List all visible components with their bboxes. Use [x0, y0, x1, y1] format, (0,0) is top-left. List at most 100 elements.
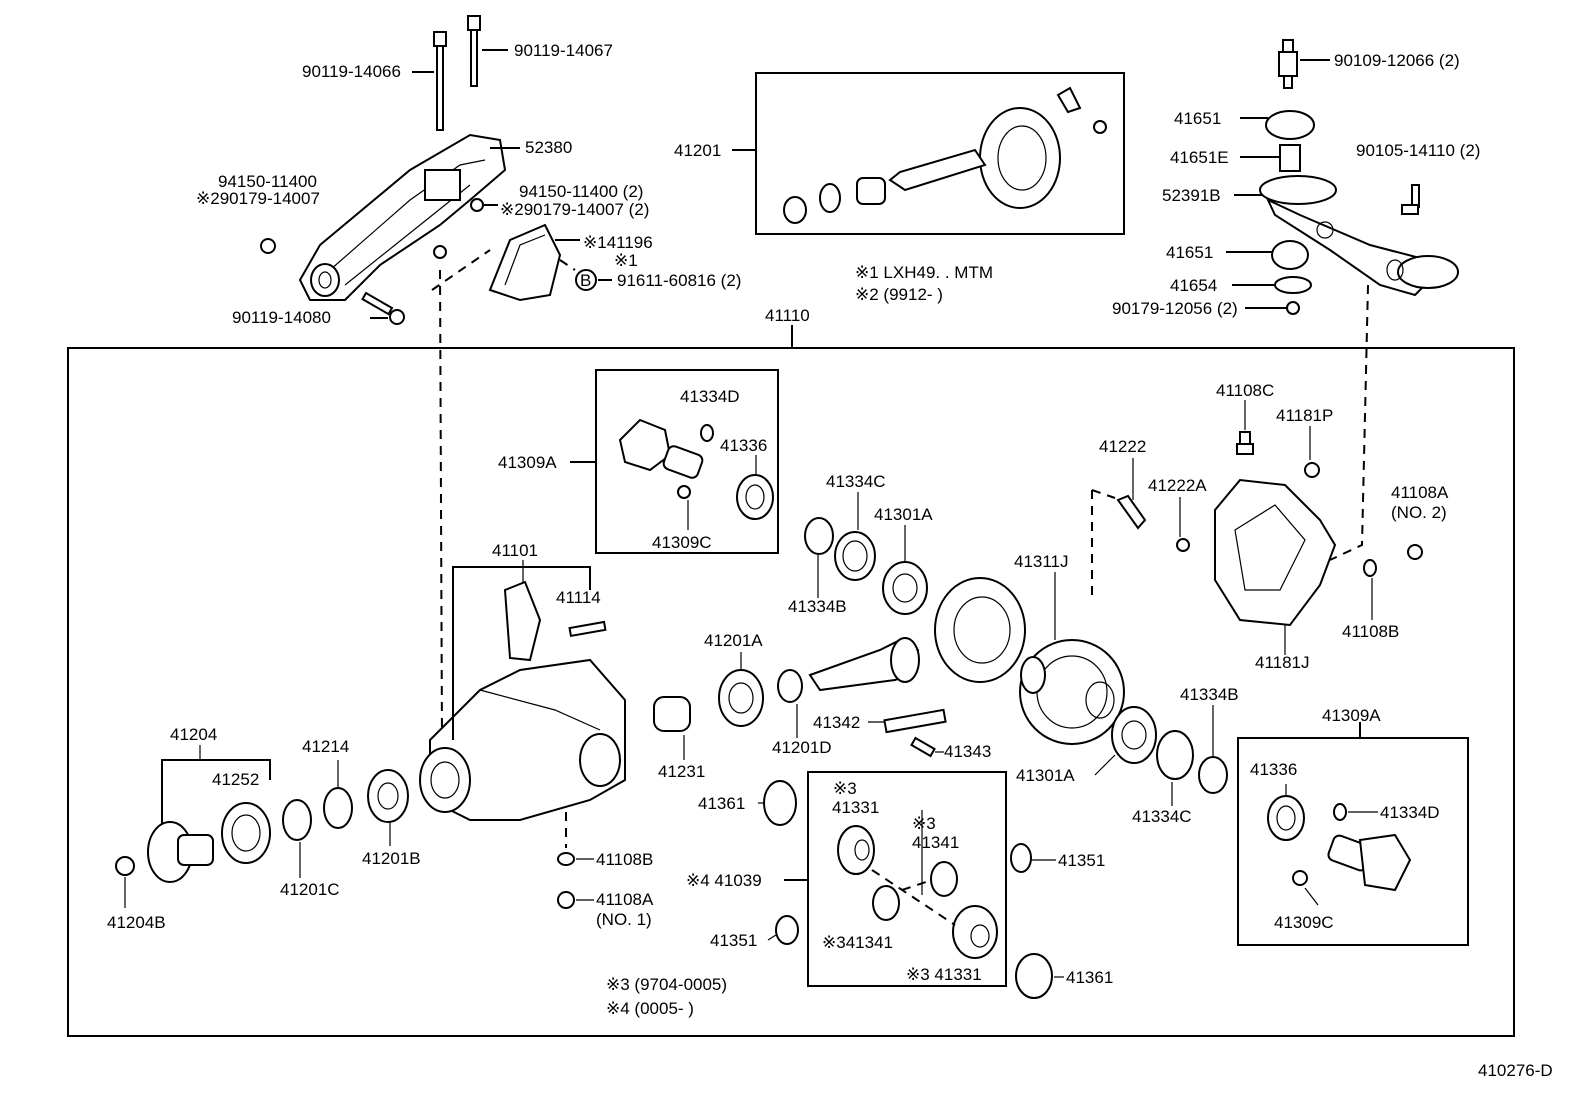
nut-icon	[260, 238, 276, 254]
label-41108c: 41108C	[1216, 381, 1274, 400]
shim-41334c-right-icon	[1156, 730, 1194, 780]
label-41342: 41342	[813, 713, 860, 732]
bolt-90119-14080-icon	[361, 291, 405, 325]
label-41181p: 41181P	[1276, 406, 1333, 425]
label-41351-left: 41351	[710, 931, 757, 950]
label-91611-60816: 91611-60816 (2)	[617, 271, 741, 290]
label-41201a: 41201A	[704, 631, 763, 650]
cushion-41651-lower-icon	[1271, 240, 1309, 270]
label-41331-a: 41331	[832, 798, 879, 817]
label-41361-left: 41361	[698, 794, 745, 813]
label-41311j: 41311J	[1014, 552, 1069, 571]
label-94150-11400: 94150-11400	[218, 172, 317, 191]
label-41101: 41101	[492, 541, 538, 560]
shim-41334c-icon	[834, 531, 876, 581]
label-41334d-upper: 41334D	[680, 387, 740, 406]
label-no1: (NO. 1)	[596, 910, 652, 929]
label-41361-right: 41361	[1066, 968, 1113, 987]
oil-seal-41336-box-icon	[1267, 795, 1305, 841]
ring-pinion-set-box	[755, 72, 1125, 235]
bolt-90119-14067-icon	[467, 15, 481, 87]
gasket-41108b-icon	[557, 852, 575, 866]
stub-shaft-flange-upper-icon	[618, 418, 704, 479]
bearing-41301a-icon	[882, 561, 928, 615]
spacer-41334b-right-icon	[1198, 756, 1228, 794]
nut-90179-icon	[1286, 301, 1300, 315]
label-41222: 41222	[1099, 437, 1146, 456]
bolt-41114-icon	[568, 620, 607, 638]
spacer-41201d-icon	[777, 669, 803, 703]
bolt-41309c-icon	[677, 485, 691, 499]
ring-gear-icon	[934, 577, 1026, 683]
label-90119-14066: 90119-14066	[302, 62, 401, 81]
companion-flange-41204-icon	[147, 821, 214, 883]
label-41341-a: 41341	[912, 833, 959, 852]
plug-41181p-icon	[1304, 462, 1320, 478]
label-41334b-right: 41334B	[1180, 685, 1239, 704]
lock-plate-41222-icon	[1116, 494, 1147, 530]
label-290179-14007-2: ※290179-14007 (2)	[500, 200, 649, 219]
label-41341-b: ※341341	[822, 933, 893, 952]
label-41222a: 41222A	[1148, 476, 1207, 495]
note-3: ※3 (9704-0005)	[606, 975, 727, 994]
label-41309a-right: 41309A	[1322, 706, 1381, 725]
label-90119-14067: 90119-14067	[514, 41, 613, 60]
member-mount-52391b	[1259, 175, 1459, 297]
bearing-41201a-icon	[718, 669, 764, 727]
bolt-90109-12066-icon	[1278, 39, 1298, 89]
diagram-code: 410276-D	[1478, 1061, 1553, 1080]
label-90105-14110: 90105-14110 (2)	[1356, 141, 1480, 160]
plug-41108c-icon	[1236, 431, 1254, 455]
mount-bracket-52380	[298, 133, 507, 301]
label-41108b-low: 41108B	[596, 850, 653, 869]
bolt-90119-14066-icon	[433, 31, 447, 131]
collar-41651e-icon	[1279, 144, 1301, 172]
pin-41343-icon	[910, 736, 936, 758]
nut-41204b-icon	[115, 856, 135, 876]
note-4: ※4 (0005- )	[606, 999, 694, 1018]
label-52391b: 52391B	[1162, 186, 1221, 205]
label-41214: 41214	[302, 737, 349, 756]
label-94150-11400-2: 94150-11400 (2)	[519, 182, 643, 201]
label-41336-upper: 41336	[720, 436, 767, 455]
nut-icon	[470, 198, 484, 212]
label-41301a-right: 41301A	[1016, 766, 1075, 785]
label-41181j: 41181J	[1255, 653, 1310, 672]
oil-seal-41336-icon	[736, 474, 774, 520]
spacer-41334b-icon	[804, 517, 834, 555]
thrust-washer-41361-right-icon	[1015, 953, 1053, 999]
label-41201b: 41201B	[362, 849, 421, 868]
label-41309a-upper: 41309A	[498, 453, 557, 472]
label-41114: 41114	[556, 588, 601, 607]
gasket-41108b-right-icon	[1363, 559, 1377, 577]
label-41334b-upper: 41334B	[788, 597, 847, 616]
stub-shaft-flange-right-icon	[1327, 833, 1412, 892]
label-41343: 41343	[944, 742, 991, 761]
pinion-gear-41341-a-icon	[930, 861, 958, 897]
label-41201d: 41201D	[772, 738, 832, 757]
differential-cover-41181j-icon	[1214, 478, 1337, 627]
snap-ring-41334d-box-icon	[1333, 803, 1347, 821]
label-41201: 41201	[674, 141, 721, 160]
label-41336-right: 41336	[1250, 760, 1297, 779]
label-no2: (NO. 2)	[1391, 503, 1447, 522]
label-141196: ※141196	[583, 233, 653, 252]
label-41334d-right: 41334D	[1380, 803, 1440, 822]
label-41654: 41654	[1170, 276, 1217, 295]
thrust-washer-41361-left-icon	[763, 780, 797, 826]
bolt-90105-14110-icon	[1401, 184, 1420, 215]
bolt-41309c-box-icon	[1292, 870, 1308, 886]
spacer-41231-icon	[653, 696, 691, 732]
label-41204: 41204	[170, 725, 217, 744]
snap-ring-41334d-icon	[700, 424, 714, 442]
label-90179-12056: 90179-12056 (2)	[1112, 299, 1238, 318]
label-41108a-no2: 41108A	[1391, 483, 1449, 502]
differential-case-icon	[1019, 639, 1125, 745]
bearing-41201b-icon	[367, 769, 409, 823]
circle-b-marker	[575, 269, 597, 291]
bearing-41301a-right-icon	[1111, 706, 1157, 764]
label-note3-a: ※3	[833, 779, 857, 798]
label-41039: ※4 41039	[686, 871, 762, 890]
label-41651-lower: 41651	[1166, 243, 1213, 262]
